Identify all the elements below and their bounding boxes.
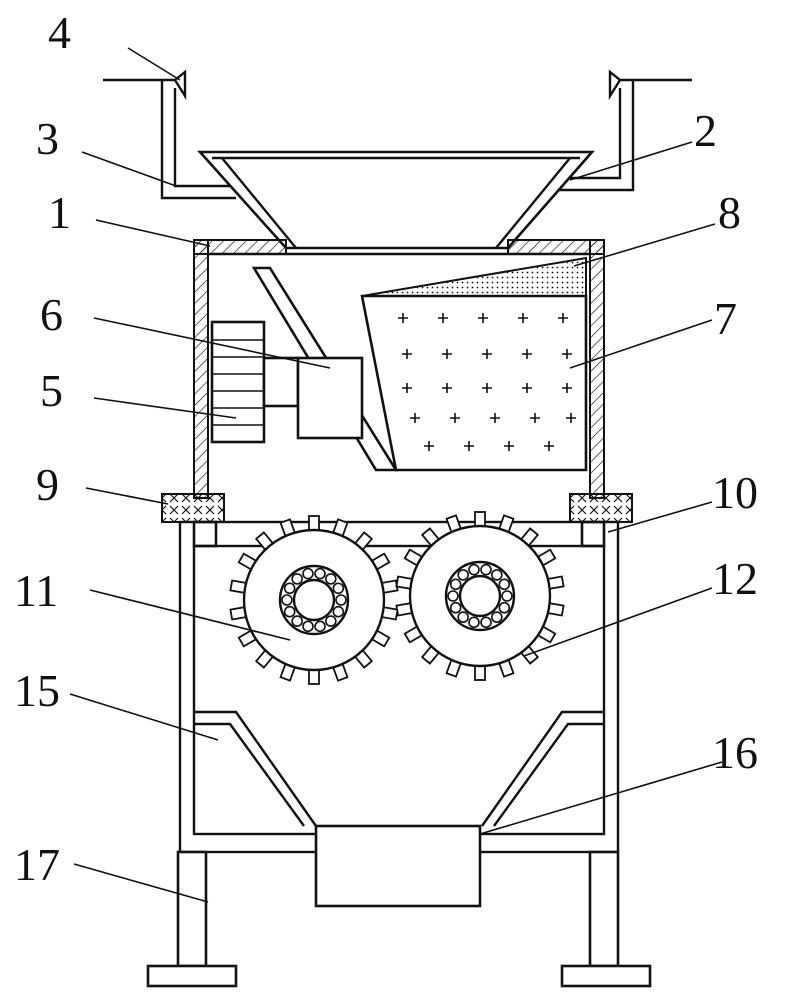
callout-4: 4 [48,7,71,58]
callout-3: 3 [36,113,59,164]
callout-9: 9 [36,459,59,510]
callout-5: 5 [40,365,63,416]
sieve-box [360,256,588,472]
callout-15: 15 [14,665,60,716]
callout-8: 8 [718,187,741,238]
right-handle-bracket [556,69,692,192]
callout-2: 2 [694,105,717,156]
callout-16: 16 [712,727,758,778]
discharge-chute [314,824,482,908]
right-connector [569,493,633,548]
callout-6: 6 [40,289,63,340]
crushing-rollers [229,511,565,685]
left-connector [161,493,225,548]
callout-1: 1 [48,187,71,238]
callout-12: 12 [712,553,758,604]
left-handle-bracket [103,69,236,200]
callouts: 4 3 1 2 8 7 6 5 9 10 11 12 15 16 17 [14,7,758,890]
upper-housing [193,239,605,499]
legs [146,850,652,988]
leader-lines [69,47,723,903]
callout-11: 11 [14,565,58,616]
lower-frame [178,520,620,854]
callout-17: 17 [14,839,60,890]
callout-7: 7 [714,293,737,344]
callout-10: 10 [712,467,758,518]
feed-hopper [197,150,595,250]
motor [210,320,300,444]
left-roller [229,515,399,685]
right-roller [395,511,565,681]
